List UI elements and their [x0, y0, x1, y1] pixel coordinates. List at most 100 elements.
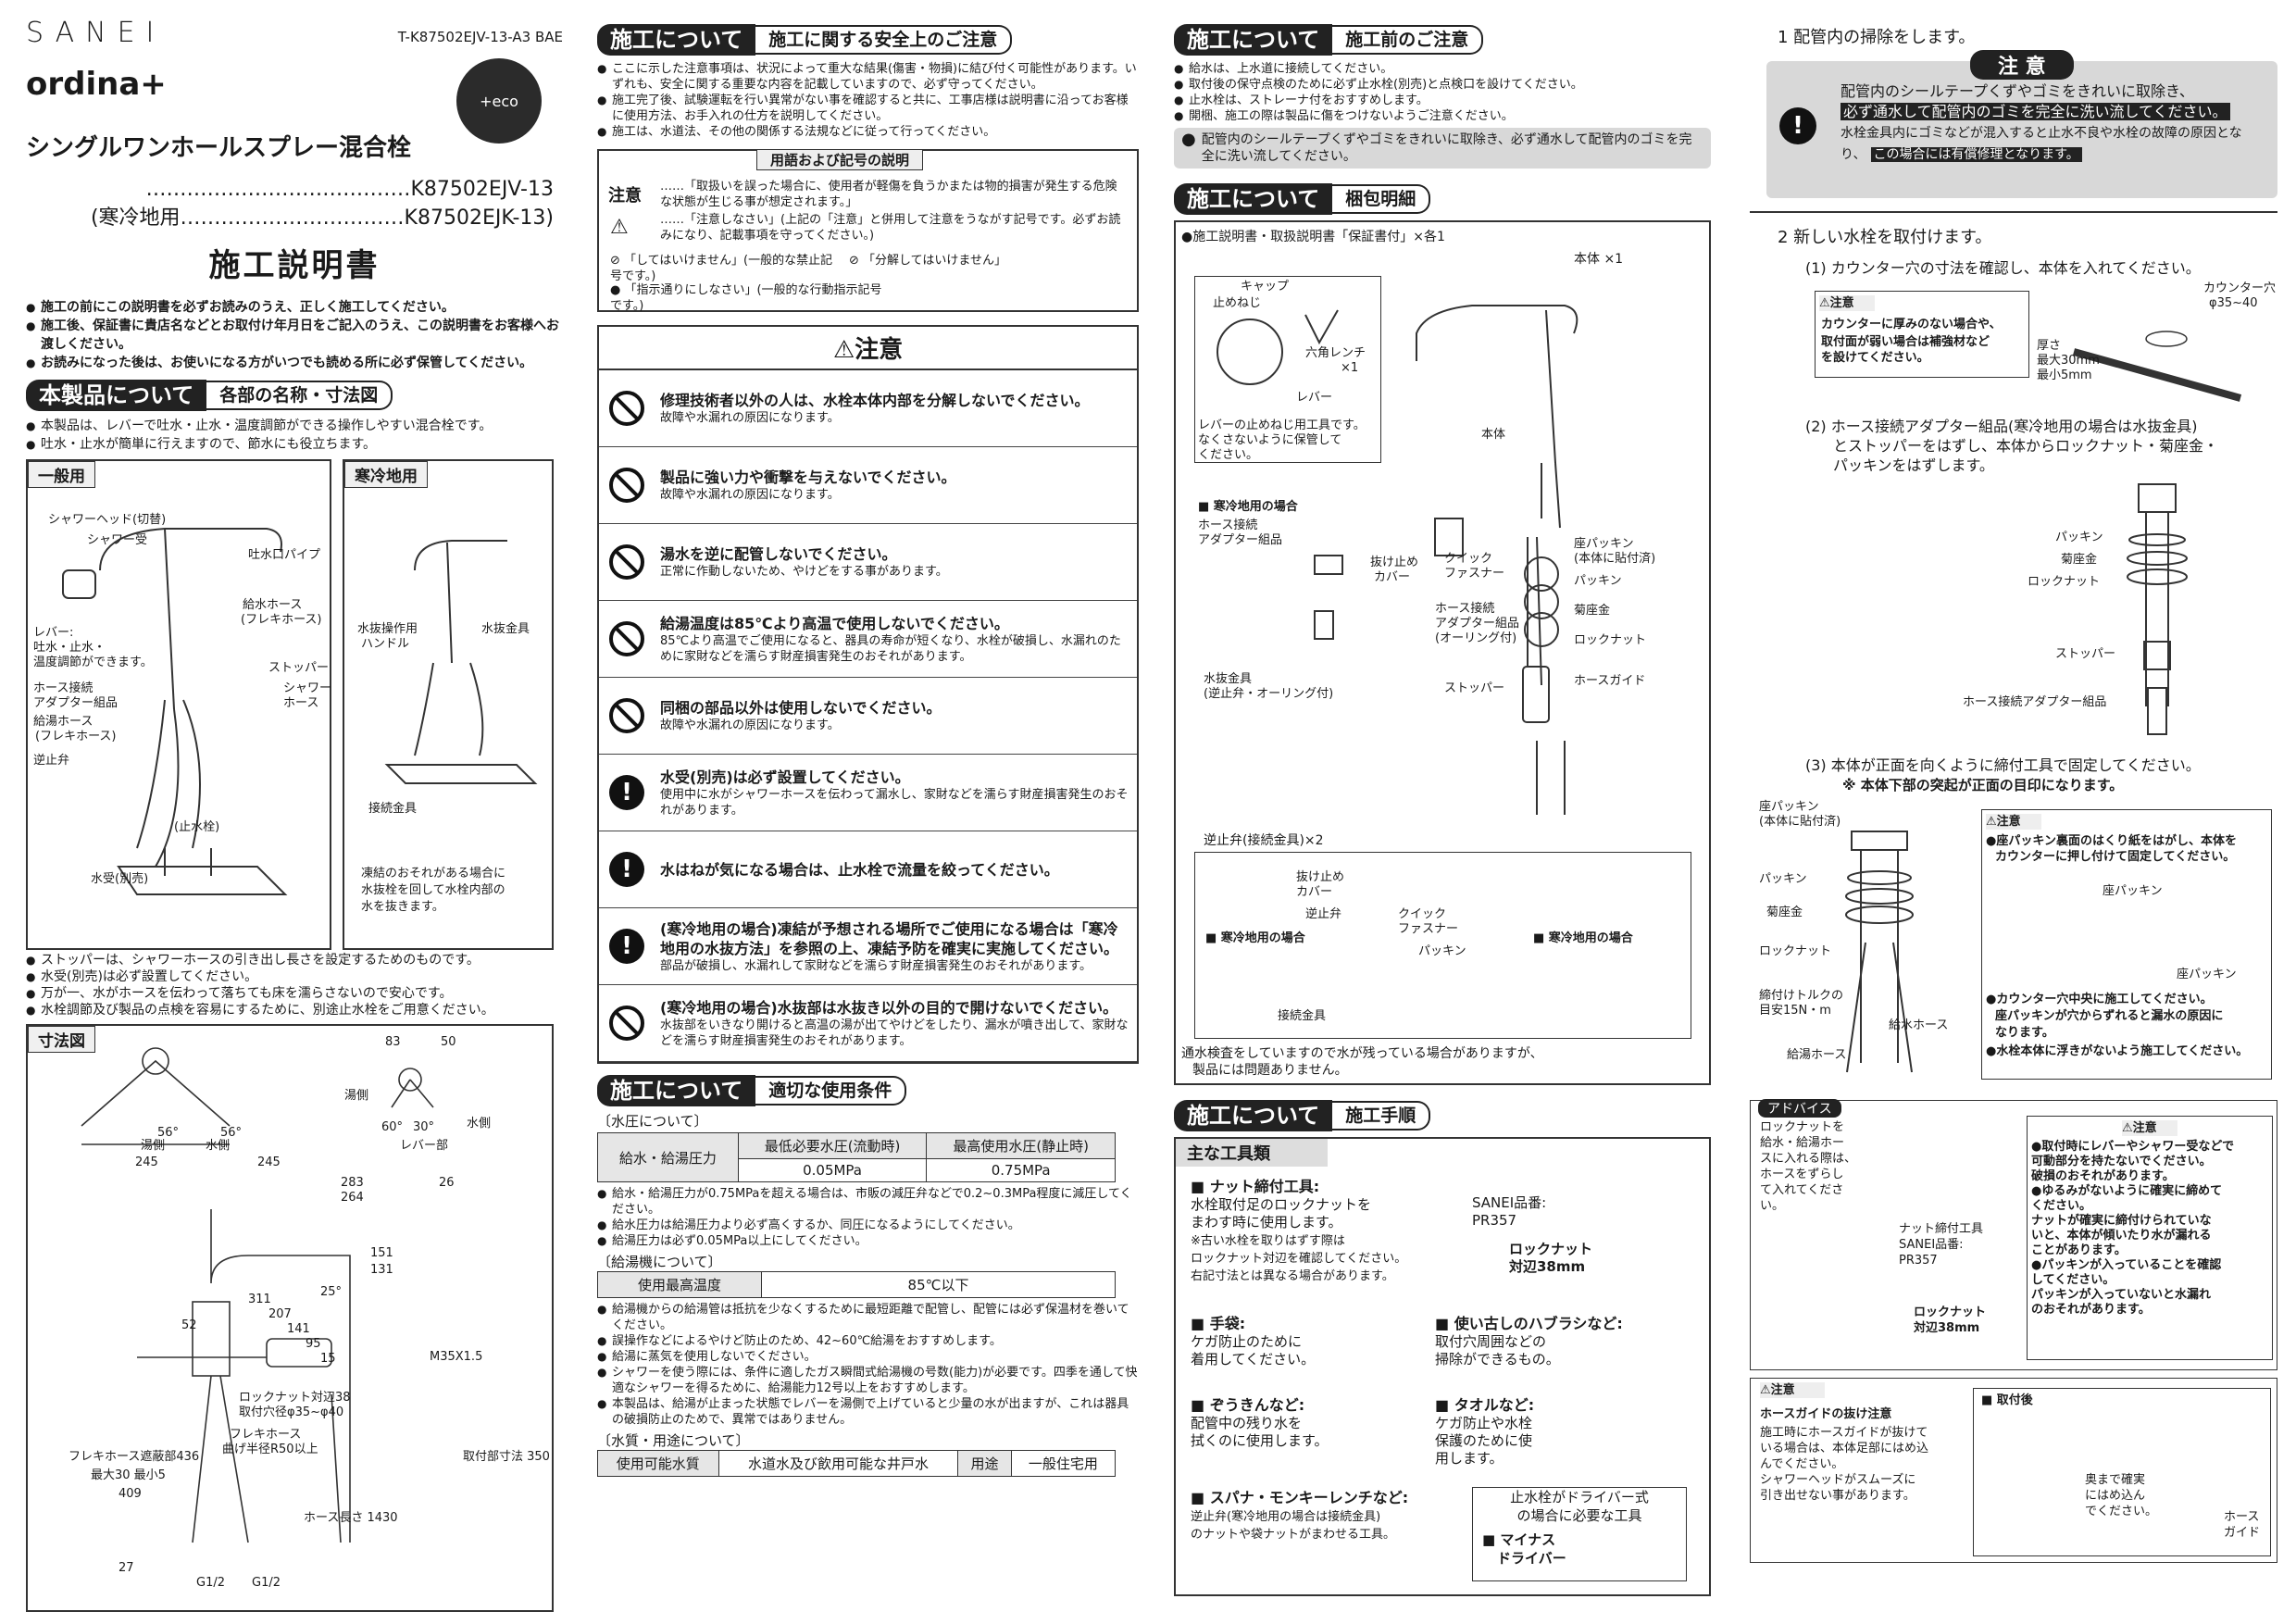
section-header-before: 施工について 施工前のご注意 [1174, 24, 1711, 56]
caution-detail: 故障や水漏れの原因になります。 [660, 411, 840, 425]
label: ホース接続 [33, 681, 94, 695]
label: アダプター組品 [1435, 617, 1520, 631]
text: ロックナット [1914, 1305, 1987, 1319]
text: い。 [1760, 1199, 1785, 1213]
label: なくさないように保管して [1198, 433, 1342, 447]
disassembly-diagram: パッキン 菊座金 ロックナット ストッパー ホース接続アダプター組品 [1750, 475, 2277, 753]
caution-label: ⚠注意 [1986, 814, 2041, 830]
label: 座パッキン [2103, 884, 2163, 898]
docs-label: ●施工説明書・取扱説明書「保証書付」×各1 [1181, 230, 1445, 244]
term-value: ……「取扱いを誤った場合に、使用者が軽傷を負うかまたは物的損害が発生する危険な状… [660, 180, 1117, 209]
label: 凍結のおそれがある場合に [361, 867, 506, 881]
quality-table: 使用可能水質 水道水及び飲用可能な井戸水 用途 一般住宅用 [597, 1450, 1117, 1477]
cell: 最高使用水圧(静止時) [926, 1132, 1116, 1159]
heater-notes: 給湯機からの給湯管は抵抗を少なくするために最短距離で配管し、配管には必ず保温材を… [597, 1302, 1139, 1428]
label: 水受(別売) [91, 872, 149, 886]
counter-svg [2072, 331, 2242, 402]
caution-heading: 製品に強い力や衝撃を与えないでください。 [660, 468, 956, 486]
model-standard: …………………………………K87502EJV-13 [145, 178, 555, 201]
product-notes: 本製品は、レバーで吐水・止水・温度調節ができる操作しやすい混合栓です。 吐水・止… [26, 417, 563, 454]
label-dimension: 寸法図 [28, 1026, 95, 1053]
text: 奥まで確実 [2085, 1473, 2146, 1487]
after-text: 奥まで確実にはめ込んでください。 [2085, 1472, 2157, 1519]
label: 給湯ホース [33, 715, 94, 729]
text: ●ゆるみがないように確実に締めて [2031, 1184, 2223, 1198]
safety-notes: ここに示した注意事項は、状況によって重大な結果(傷害・物損)に結び付く可能性があ… [597, 61, 1139, 140]
intro-note: 施工後、保証書に貴店名などとお取付け年月日をご記入のうえ、この説明書をお客様へお… [26, 317, 563, 354]
cell: 給水・給湯圧力 [597, 1132, 739, 1182]
label: (本体に貼付済) [1759, 815, 1841, 829]
label: シャワー [283, 681, 332, 695]
locknut-label: ロックナット対辺38mm [1914, 1305, 1986, 1336]
note: 水栓調節及び製品の点検を容易にするために、別途止水栓をご用意ください。 [26, 1002, 563, 1018]
dim-label: 湯側 [344, 1089, 369, 1103]
text: 可動部分を持たないでください。 [2031, 1155, 2212, 1168]
label: ロックナット [2028, 575, 2101, 589]
label: φ35~40 [2209, 296, 2258, 310]
note: ストッパーは、シャワーホースの引き出し長さを設定するためのものです。 [26, 952, 563, 968]
note: 給水圧力は給湯圧力より必ず高くするか、同圧になるようにしてください。 [597, 1218, 1139, 1233]
note: シャワーを使う際には、条件に適したガス瞬間式給湯機の号数(能力)が必要です。四季… [597, 1365, 1139, 1396]
caution-table: ⚠注意 修理技術者以外の人は、水栓本体内部を分解しないでください。故障や水漏れの… [597, 325, 1139, 1064]
label: ストッパー [2055, 647, 2116, 661]
box-standard [26, 459, 331, 950]
tools-title: 主な工具類 [1176, 1139, 1328, 1167]
dim-label: 264 [341, 1191, 364, 1205]
counter-diagram: ⚠注意 カウンターに厚みのない場合や、 取付面が弱い場合は補強材など を設けてく… [1750, 278, 2277, 417]
before-notes: 給水は、上水道に接続してください。 取付後の保守点検のために必ず止水栓(別売)と… [1174, 61, 1711, 124]
label: ×1 [1341, 361, 1359, 375]
caution-row: ! 水はねが気になる場合は、止水栓で流量を絞ってください。 [599, 831, 1137, 908]
advice-area: アドバイス ロックナットを給水・給湯ホー スに入れる際は、ホースをずらし て入れ… [1750, 1099, 2277, 1370]
hoseguide-label: ホースガイド [2224, 1509, 2260, 1541]
note: 本製品は、給湯が止まった状態でレバーを湯側で上げていると少量の水が出ますが、これ… [597, 1396, 1139, 1428]
label: 菊座金 [1766, 906, 1803, 919]
label: ホース [283, 696, 319, 710]
note: 施工完了後、試験運転を行い異常がない事を確認すると共に、工事店様は説明書に沿って… [597, 93, 1139, 124]
label: ロックナット [1574, 633, 1647, 647]
tool-wrench: ■ スパナ・モンキーレンチなど: 逆止弁(寒冷地用の場合は接続金具)のナットや袋… [1191, 1489, 1409, 1542]
step2-2: (2) ホース接続アダプター組品(寒冷地用の場合は水抜金具) とストッパーをはず… [1805, 417, 2277, 475]
label: (本体に貼付済) [1574, 552, 1656, 566]
caution-row: 給湯温度は85℃より高温で使用しないでください。85℃より高温でご使用になると、… [599, 601, 1137, 678]
note: 水受(別売)は必ず設置してください。 [26, 968, 563, 985]
text: カウンターに押し付けて固定してください。 [1995, 850, 2236, 864]
caution-heading: 水はねが気になる場合は、止水栓で流量を絞ってください。 [660, 860, 1059, 879]
heater-title: 〔給湯機について〕 [597, 1254, 722, 1270]
label-standard: 一般用 [28, 461, 95, 488]
dim-label: 15 [320, 1352, 336, 1366]
text: シャワーヘッドがスムーズに [1760, 1473, 1916, 1487]
caution-detail: 故障や水漏れの原因になります。 [660, 488, 840, 502]
note: 施工は、水道法、その他の関係する法規などに従って行ってください。 [597, 124, 1139, 140]
dim-label: 60° [381, 1120, 404, 1134]
instruct-icon: ! [599, 852, 655, 887]
label: 六角レンチ [1305, 346, 1366, 360]
series-logo: ordina+ [26, 66, 167, 103]
dim-label: 56° [157, 1126, 180, 1140]
caution-text: 湯水を逆に配管しないでください。正常に作動しないため、やけどをする事があります。 [655, 541, 1137, 583]
text: 取付面が弱い場合は補強材など [1821, 335, 1990, 349]
text: ■ 取付後 [1981, 1393, 2033, 1407]
check-valve-title: 逆止弁(接続金具)×2 [1204, 833, 1324, 848]
hoseguide-text: 施工時にホースガイドが抜けている場合は、本体足部にはめ込 んでください。シャワー… [1760, 1425, 1945, 1504]
caution-detail: 水抜部をいきなり開けると高温の湯が出てやけどをしたり、漏水が噴き出して、家財など… [660, 1018, 1129, 1048]
step2-3-note: ※ 本体下部の突起が正面の目印になります。 [1842, 777, 2124, 793]
dim-label: 25° [320, 1285, 343, 1299]
text: (2) ホース接続アダプター組品(寒冷地用の場合は水抜金具) [1805, 418, 2198, 435]
note: 止水栓は、ストレーナ付をおすすめします。 [1174, 93, 1711, 108]
label: 目安15N・m [1759, 1004, 1831, 1018]
text: スに入れる際は、 [1760, 1152, 1857, 1166]
label: 逆止弁 [1305, 907, 1342, 921]
dim-label: フレキホース遮蔽部436 [69, 1450, 200, 1464]
symbol-prohibit: ⊘ 「してはいけません」(一般的な禁止記号です。) [610, 254, 833, 283]
text: ホースをずらし [1760, 1168, 1844, 1181]
symbol-instruct: ● 「指示通りにしなさい」(一般的な行動指示記号です。) [610, 283, 882, 313]
terms-title: 用語および記号の説明 [756, 149, 924, 170]
label: 水を抜きます。 [361, 900, 444, 914]
cell: 用途 [957, 1450, 1012, 1477]
driver-box: 止水栓がドライバー式 の場合に必要な工具 ■ マイナス ドライバー [1472, 1487, 1687, 1581]
check-valve-box [1194, 852, 1691, 1039]
step2-1: (1) カウンター穴の寸法を確認し、本体を入れてください。 [1805, 259, 2201, 277]
cell: 0.05MPa [737, 1158, 928, 1182]
step2-3: (3) 本体が正面を向くように締付工具で固定してください。 [1805, 756, 2201, 774]
text: してください。 [2031, 1273, 2115, 1287]
